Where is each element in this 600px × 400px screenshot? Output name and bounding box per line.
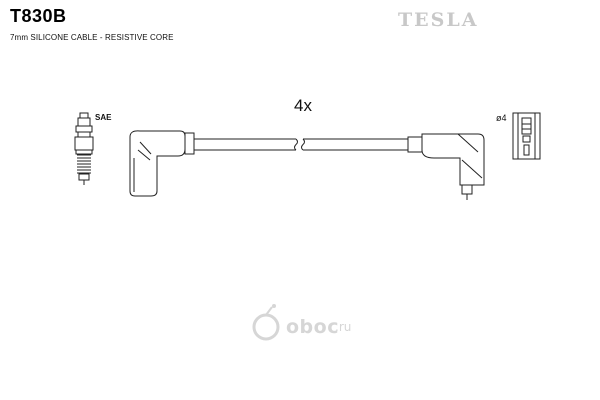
- terminal-diameter-label: ø4: [496, 113, 507, 123]
- product-code: T830B: [10, 6, 67, 26]
- spark-plug-icon: [74, 112, 94, 185]
- product-description: 7mm SILICONE CABLE - RESISTIVE CORE: [10, 33, 174, 42]
- watermark-logo: [252, 304, 280, 341]
- plug-type-label: SAE: [95, 113, 112, 122]
- distributor-boot-right: [407, 133, 485, 200]
- watermark-tld: .ru: [335, 320, 352, 334]
- brand-logo: TESLA: [398, 9, 479, 31]
- cable: [194, 138, 408, 151]
- terminal-section-icon: [512, 112, 541, 160]
- watermark-text: oboc: [286, 316, 339, 338]
- plug-boot-left: [129, 130, 195, 197]
- quantity-label: 4x: [294, 96, 312, 115]
